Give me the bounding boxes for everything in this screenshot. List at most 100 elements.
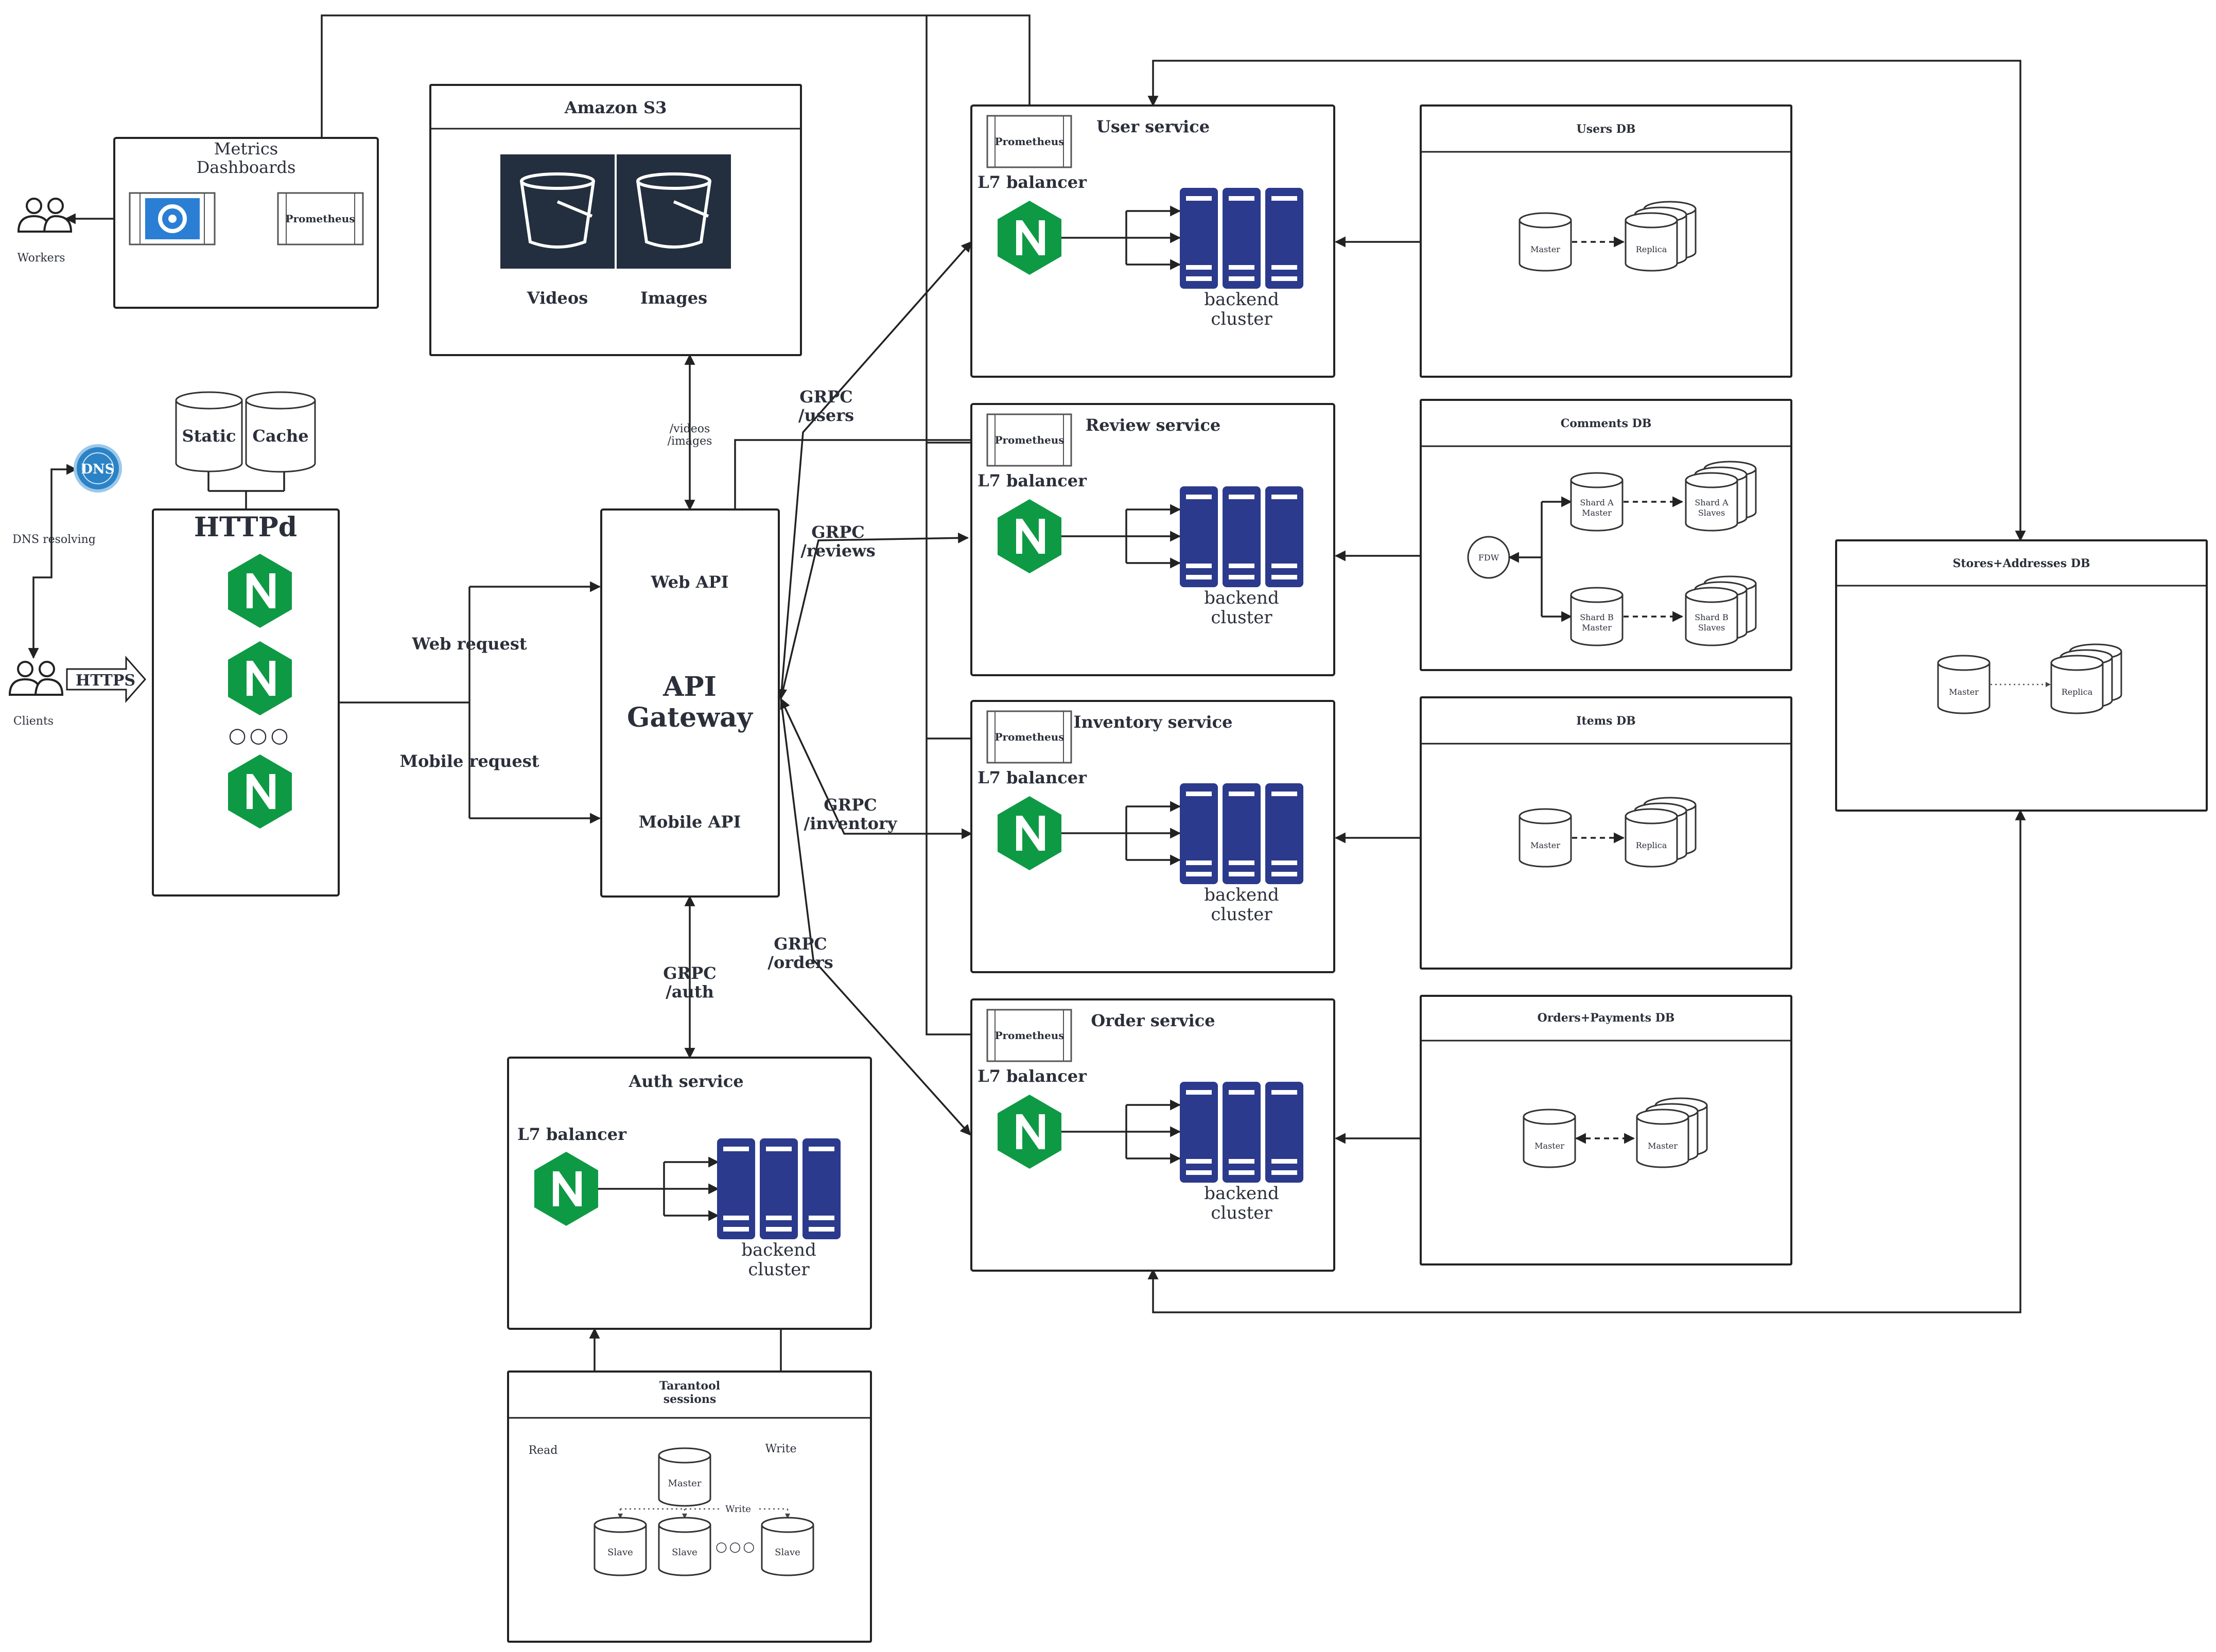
items-db-replica: Replica [1636,840,1667,850]
write-label: Write [765,1443,796,1455]
replica-stack-icon [2051,644,2121,713]
orders-db: Orders+Payments DB Master Master [1420,995,1792,1266]
tarantool-slave-3: Slave [775,1547,800,1558]
s3-images-label: Images [640,288,707,308]
replica-stack-icon [1626,202,1696,271]
web-request-label: Web request [411,634,527,654]
order-balancer-label: L7 balancer [978,1066,1087,1086]
cylinder-icon [1937,655,1991,714]
s3-title: Amazon S3 [564,98,667,117]
workers-icon [18,198,72,233]
cache-label: Cache [252,426,308,446]
grpc-users-label: GRPC/users [798,387,854,425]
replica-stack-icon [1626,798,1696,867]
cylinder-icon [1523,1109,1576,1168]
s3-videos-label: Videos [527,288,588,308]
dns-resolving-label: DNS resolving [12,533,96,546]
amazon-s3: Amazon S3 Videos Images [429,84,802,356]
workers-label: Workers [17,252,65,265]
dns-node: DNS [74,444,122,493]
comments-db-title: Comments DB [1561,417,1652,430]
review-prometheus-label: Prometheus [994,434,1064,446]
stores-db-title: Stores+Addresses DB [1952,557,2090,570]
grpc-inventory-label: GRPC/inventory [804,795,898,833]
server-cluster-icon [1180,486,1303,587]
cylinder-icon [658,1447,711,1507]
stores-db-replica: Replica [2062,687,2093,697]
orders-db-master-1: Master [1534,1141,1564,1151]
cylinder-icon [1519,808,1572,868]
tarantool-ellipsis: ○○○ [716,1539,757,1555]
fdw-label: FDW [1478,553,1499,563]
cylinder-icon [658,1517,711,1576]
metrics-prometheus-label: Prometheus [285,213,355,225]
users-db-title: Users DB [1577,122,1636,136]
bucket-icon [500,154,615,269]
server-cluster-icon [1180,783,1303,884]
tarantool-slave-1: Slave [607,1547,633,1558]
slave-stack-icon [1686,576,1756,645]
tarantool-slave-2: Slave [672,1547,697,1558]
dns-icon [74,444,122,493]
httpd-title: HTTPd [194,512,297,543]
user-prometheus-label: Prometheus [994,135,1064,148]
mobile-api-label: Mobile API [639,812,741,832]
order-service-title: Order service [1091,1011,1215,1030]
server-cluster-icon [717,1138,841,1239]
grpc-orders-label: GRPC/orders [767,934,833,972]
inventory-service-title: Inventory service [1074,712,1233,732]
grpc-auth-label: GRPC/auth [663,963,716,1001]
workers-actor: Workers [17,198,72,265]
items-db-master: Master [1530,840,1560,850]
server-cluster-icon [1180,1082,1303,1183]
order-service: Prometheus Order service L7 balancer backen… [970,998,1335,1272]
users-db-master: Master [1530,244,1560,254]
read-label: Read [529,1444,558,1457]
cylinder-icon [594,1517,647,1576]
auth-title: Auth service [628,1071,743,1091]
user-balancer-label: L7 balancer [978,172,1087,192]
inventory-balancer-label: L7 balancer [978,768,1087,787]
https-arrow: HTTPS [66,656,146,703]
tarantool-master: Master [668,1478,702,1489]
orders-db-master-2: Master [1648,1141,1678,1151]
review-balancer-label: L7 balancer [978,471,1087,490]
order-prometheus-label: Prometheus [994,1029,1064,1042]
clients-label: Clients [13,715,54,728]
review-service: Prometheus Review service L7 balancer backe… [970,403,1335,676]
server-cluster-icon [1180,188,1303,289]
master-stack-icon [1637,1098,1707,1167]
videos-images-label: /videos/images [668,423,712,448]
users-db: Users DB Master Replica [1420,104,1792,378]
items-db: Items DB Master Replica [1420,696,1792,970]
cylinder-icon [1519,212,1572,272]
items-db-title: Items DB [1576,714,1635,728]
review-service-title: Review service [1086,415,1221,435]
stores-db-master: Master [1949,687,1979,697]
auth-balancer-label: L7 balancer [517,1124,627,1144]
grpc-reviews-label: GRPC/reviews [800,522,876,560]
static-label: Static [182,426,236,446]
httpd-ellipsis: ○○○ [229,723,292,747]
slave-stack-icon [1686,462,1756,531]
cylinder-icon [761,1517,814,1576]
